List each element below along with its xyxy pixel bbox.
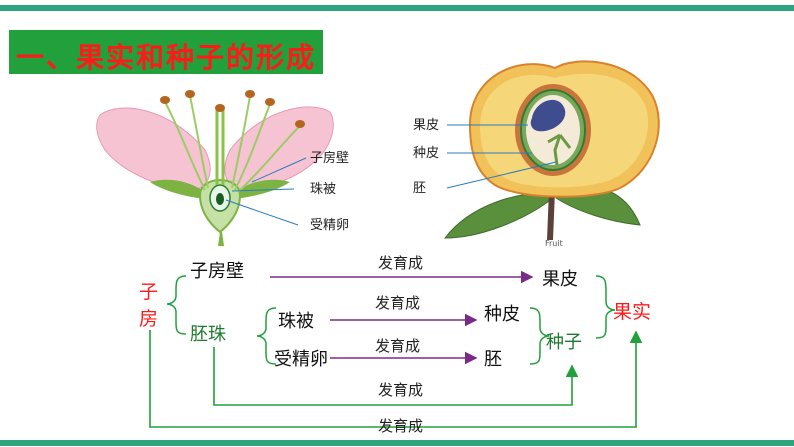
- develops-label-4: 发育成: [378, 381, 423, 399]
- brace-ovary: [166, 275, 187, 335]
- flow-ovule: 胚珠: [190, 324, 226, 345]
- flow-ovary-char-1: 子: [139, 281, 158, 303]
- flow-embryo: 胚: [484, 349, 502, 370]
- brace-ovule: [256, 307, 277, 365]
- flow-seed-coat: 种皮: [484, 304, 520, 325]
- brace-fruit: [595, 275, 616, 339]
- flower-illustration: [96, 90, 334, 246]
- develops-label-5: 发育成: [378, 417, 423, 435]
- flow-zygote: 受精卵: [274, 349, 328, 370]
- label-zygote: 受精卵: [310, 218, 349, 233]
- arrow-ovule-to-seed: [213, 347, 579, 406]
- fruit-illustration: [443, 60, 660, 240]
- title-banner: [9, 30, 323, 74]
- flow-pericarp: 果皮: [542, 269, 578, 290]
- develops-label-3: 发育成: [375, 337, 420, 355]
- label-integument: 珠被: [310, 182, 336, 197]
- flow-integument: 珠被: [278, 311, 314, 332]
- top-accent-bar: [0, 5, 794, 11]
- develops-label-2: 发育成: [375, 294, 420, 312]
- page-title: 一、果实和种子的形成: [16, 41, 317, 74]
- develops-label-1: 发育成: [378, 254, 423, 272]
- fruit-caption: Fruit: [545, 239, 563, 248]
- flow-fruit: 果实: [613, 301, 651, 323]
- label-seed-coat: 种皮: [413, 146, 439, 161]
- bottom-accent-bar: [0, 440, 794, 446]
- label-ovary-wall: 子房壁: [310, 150, 349, 166]
- label-pericarp: 果皮: [413, 118, 439, 133]
- label-embryo: 胚: [413, 181, 426, 196]
- flow-seed: 种子: [546, 332, 582, 353]
- flow-ovary-wall: 子房壁: [190, 261, 244, 282]
- brace-seed: [529, 307, 550, 365]
- flow-ovary-char-2: 房: [139, 308, 158, 330]
- arrow-ovary-to-fruit: [149, 330, 643, 428]
